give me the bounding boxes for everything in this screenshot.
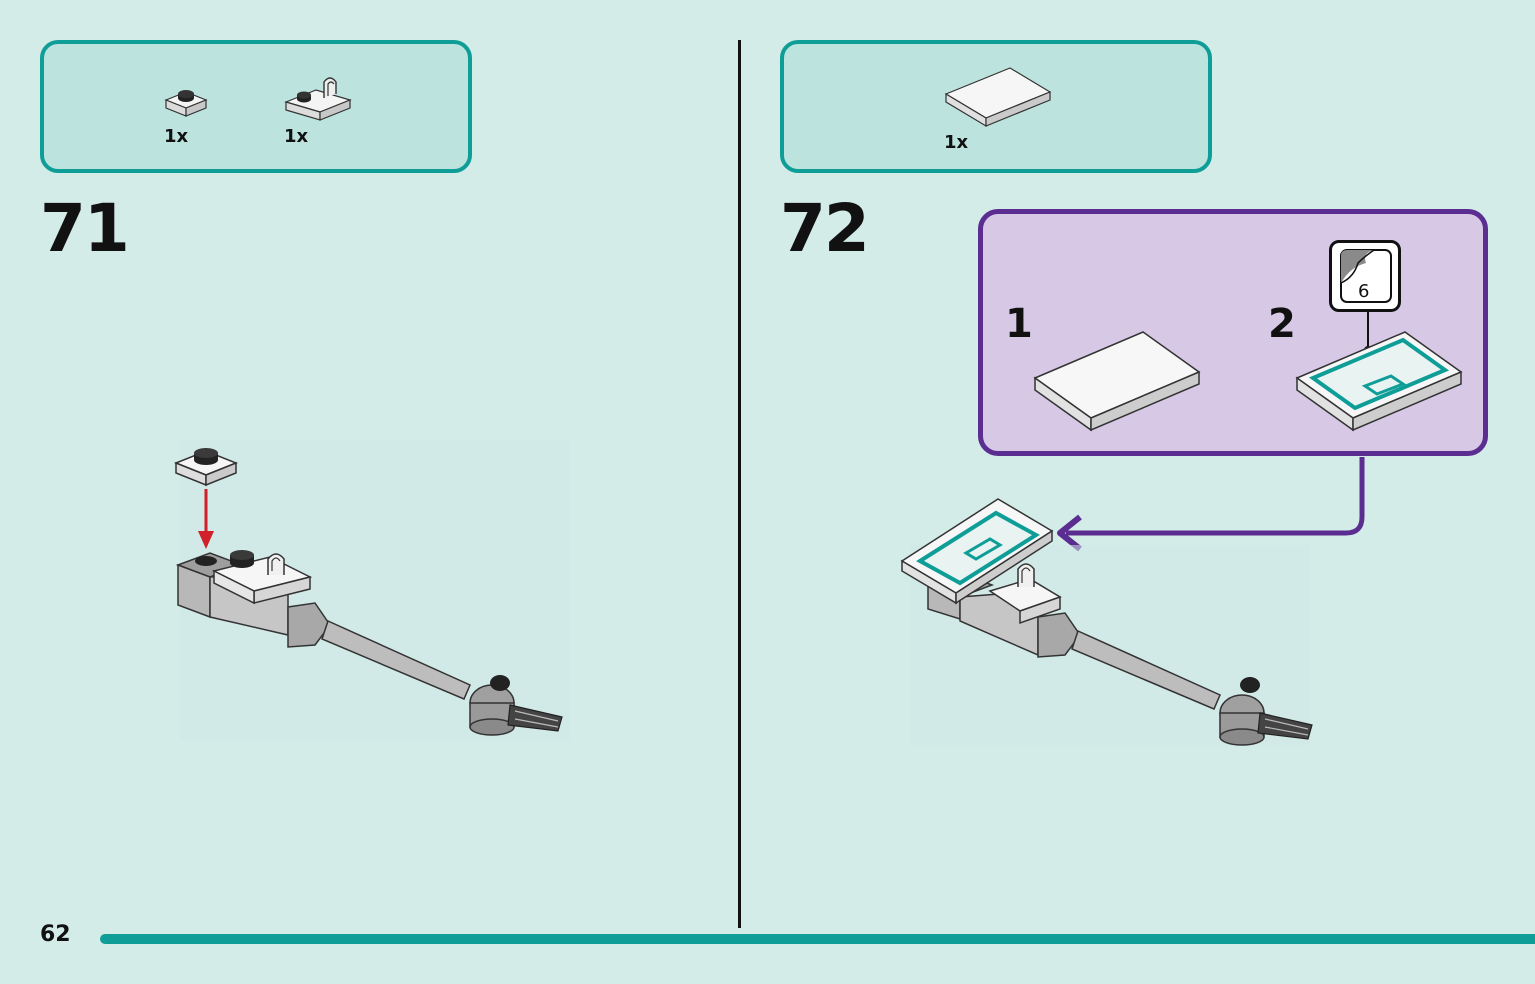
- substep-number: 2: [1268, 301, 1296, 347]
- sub-assembly-callout: 1 2 6: [978, 209, 1488, 456]
- step-number: 71: [40, 190, 130, 267]
- page-divider: [738, 40, 741, 928]
- sticker-number: 6: [1358, 281, 1370, 302]
- step-number: 72: [780, 190, 870, 267]
- page-number: 62: [40, 922, 71, 947]
- stickered-tile-illustration: [1295, 331, 1463, 432]
- substep-number: 1: [1005, 301, 1033, 347]
- step-71-parts-box: 1x 1x: [40, 40, 472, 173]
- clip-plate-1x2-icon: [284, 77, 352, 121]
- step-72-parts-box: 1x: [780, 40, 1212, 173]
- part-qty: 1x: [944, 132, 969, 153]
- tile-2x3-icon: [944, 67, 1052, 128]
- part-qty: 1x: [164, 126, 189, 147]
- plain-tile-illustration: [1033, 331, 1201, 432]
- sticker-badge: 6: [1329, 240, 1401, 312]
- step-71-assembly-illustration: [173, 440, 570, 740]
- step-72-assembly-illustration: [900, 498, 1313, 746]
- sticker-icon: [1340, 249, 1392, 303]
- round-plate-1x1-icon: [164, 90, 208, 117]
- part-qty: 1x: [284, 126, 309, 147]
- callout-connector-arrow: [1057, 457, 1365, 552]
- footer-rule: [100, 934, 1535, 944]
